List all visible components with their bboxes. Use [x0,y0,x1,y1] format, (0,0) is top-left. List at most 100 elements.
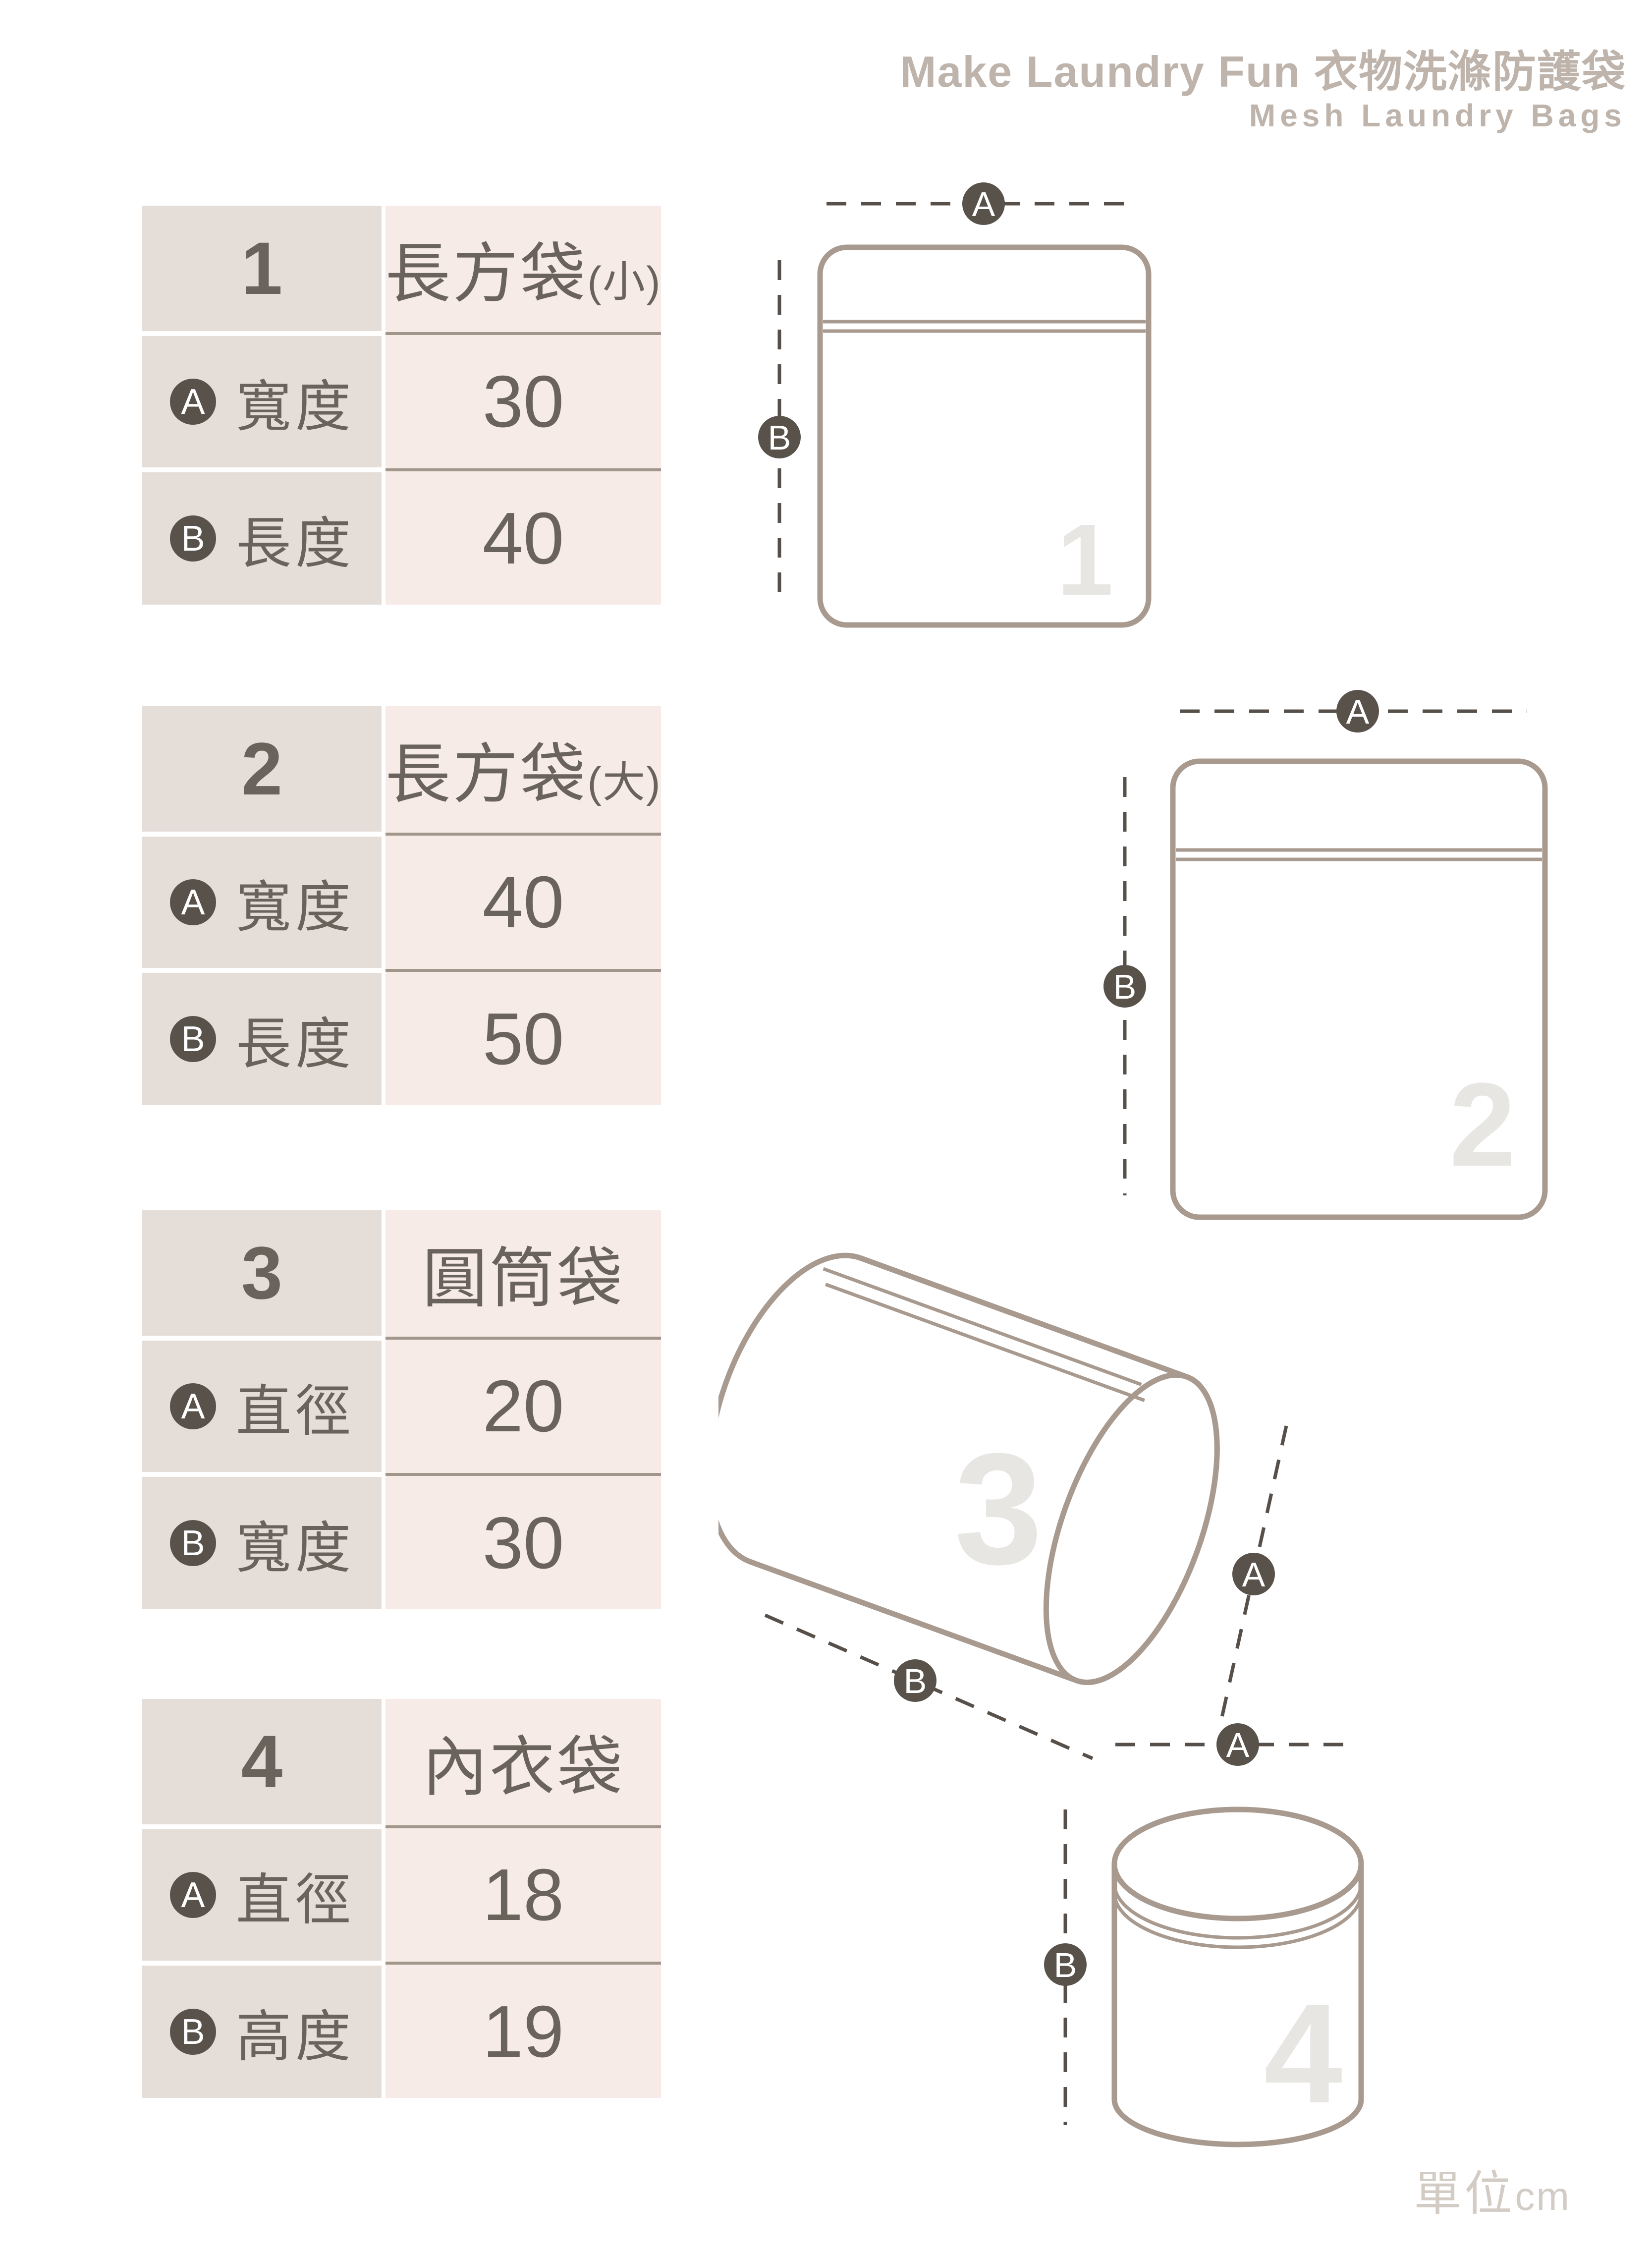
dim-a-value: 40 [482,861,564,943]
zipper-line [1112,1892,1363,1949]
page-subtitle: Mesh Laundry Bags [1249,98,1626,133]
dim-row-b: B 長度 [142,973,382,1105]
bag-number: 1 [241,226,283,310]
size-table-2: 2 A 寬度 B 長度 長方袋(大) 40 50 [142,706,661,1105]
table-right-column: 內衣袋 18 19 [385,1699,661,2098]
dim-b-value: 40 [482,497,564,579]
zipper-line [1112,1883,1363,1940]
dim-a-label: 直徑 [236,1380,355,1442]
row-separator [385,1337,661,1340]
badge-letter: B [181,1019,205,1059]
bag-number-watermark: 1 [1057,503,1113,617]
dim-b-label: 高度 [236,2005,355,2068]
bag-number-cell: 2 [142,706,382,832]
table-left-column: 4 A 直徑 B 高度 [142,1699,382,2098]
dim-a-badge: A [170,379,216,425]
size-table-3: 3 A 直徑 B 寬度 圓筒袋 20 30 [142,1210,661,1609]
bag-body-fill [1114,1864,1361,2145]
bag-number: 3 [241,1231,283,1314]
bag-name-cell: 長方袋(小) [385,206,661,331]
bag-name-text: 長方袋 [385,738,588,811]
dim-a-marker: A [1232,1553,1275,1595]
bag-outline [1170,758,1548,1220]
dim-b-value: 30 [482,1502,564,1584]
bag-number-watermark: 3 [954,1420,1043,1597]
dim-a-badge: A [170,1872,216,1918]
zipper-line [825,1283,1146,1403]
bag-number-watermark: 2 [1449,1058,1515,1191]
row-separator [385,1825,661,1828]
svg-text:B: B [904,1662,927,1700]
size-table-4: 4 A 直徑 B 高度 內衣袋 18 19 [142,1699,661,2098]
diagram-bag-1: 1 A B [758,182,1152,628]
diagram-bag-4: 4 A B [1044,1723,1364,2147]
bag-name: 圓筒袋 [422,1226,624,1320]
svg-text:A: A [972,185,995,224]
row-separator [385,969,661,972]
badge-letter: A [181,1386,205,1426]
bag-name-suffix: (小) [587,258,661,306]
svg-text:B: B [1054,1946,1077,1984]
dim-b-badge: B [170,2009,216,2055]
unit-note: 單位cm [1414,2155,1571,2224]
dim-row-b: B 長度 [142,472,382,605]
dim-a-badge: A [170,879,216,925]
dim-b-value: 50 [482,998,564,1080]
dim-a-value: 18 [482,1854,564,1936]
dim-row-a: A 寬度 [142,837,382,968]
size-table-1: 1 A 寬度 B 長度 長方袋(小) 30 40 [142,206,661,605]
bag-outline [1111,1864,1364,2147]
unit-label: 單位 [1414,2167,1515,2220]
svg-text:A: A [1242,1555,1266,1594]
row-separator [385,833,661,836]
badge-letter: A [181,882,205,922]
badge-letter: B [181,2012,205,2052]
table-left-column: 2 A 寬度 B 長度 [142,706,382,1105]
dim-b-marker: B [758,416,801,458]
bag-number-cell: 4 [142,1699,382,1824]
table-left-column: 1 A 寬度 B 長度 [142,206,382,605]
zipper-line [823,1267,1142,1386]
page-title: Make Laundry Fun 衣物洗滌防護袋 [900,47,1626,96]
unit-value: cm [1515,2174,1571,2218]
dim-a-badge: A [170,1383,216,1429]
bag-number-watermark: 4 [1264,1975,1343,2133]
dim-b-value: 19 [482,1990,564,2073]
dim-b-label: 寬度 [236,1517,355,1579]
dim-b-marker: B [894,1659,936,1702]
bag-number-cell: 3 [142,1210,382,1336]
badge-letter: A [181,1875,205,1915]
svg-text:B: B [768,418,791,457]
bag-name-cell: 圓筒袋 [385,1210,661,1336]
bag-number: 2 [241,727,283,810]
cylinder-body [718,1252,1220,1685]
dim-a-value: 20 [482,1365,564,1447]
svg-text:B: B [1113,967,1137,1006]
bag-name-text: 長方袋 [385,237,588,310]
bag-name-suffix: (大) [587,759,661,806]
bag-number: 4 [241,1720,283,1803]
dim-row-a: A 寬度 [142,336,382,467]
bag-outline [817,244,1152,628]
dim-a-marker: A [1336,690,1379,733]
table-left-column: 3 A 直徑 B 寬度 [142,1210,382,1609]
bag-name-cell: 內衣袋 [385,1699,661,1824]
badge-letter: A [181,382,205,422]
table-right-column: 長方袋(大) 40 50 [385,706,661,1105]
table-right-column: 圓筒袋 20 30 [385,1210,661,1609]
diagram-bag-3: 3 A B [718,1252,1288,1760]
bag-name: 長方袋(小) [385,221,661,316]
dim-b-marker: B [1044,1943,1087,1986]
bag-top-face [1111,1806,1364,1921]
dim-b-badge: B [170,1016,216,1062]
bag-number-cell: 1 [142,206,382,331]
bag-end-face [1043,1372,1220,1685]
table-right-column: 長方袋(小) 30 40 [385,206,661,605]
dim-a-marker: A [1216,1723,1259,1766]
svg-text:A: A [1346,692,1370,731]
dim-a-marker: A [962,182,1005,225]
dim-row-b: B 高度 [142,1966,382,2098]
dim-b-label: 長度 [236,1013,355,1075]
dim-a-label: 寬度 [236,375,355,438]
